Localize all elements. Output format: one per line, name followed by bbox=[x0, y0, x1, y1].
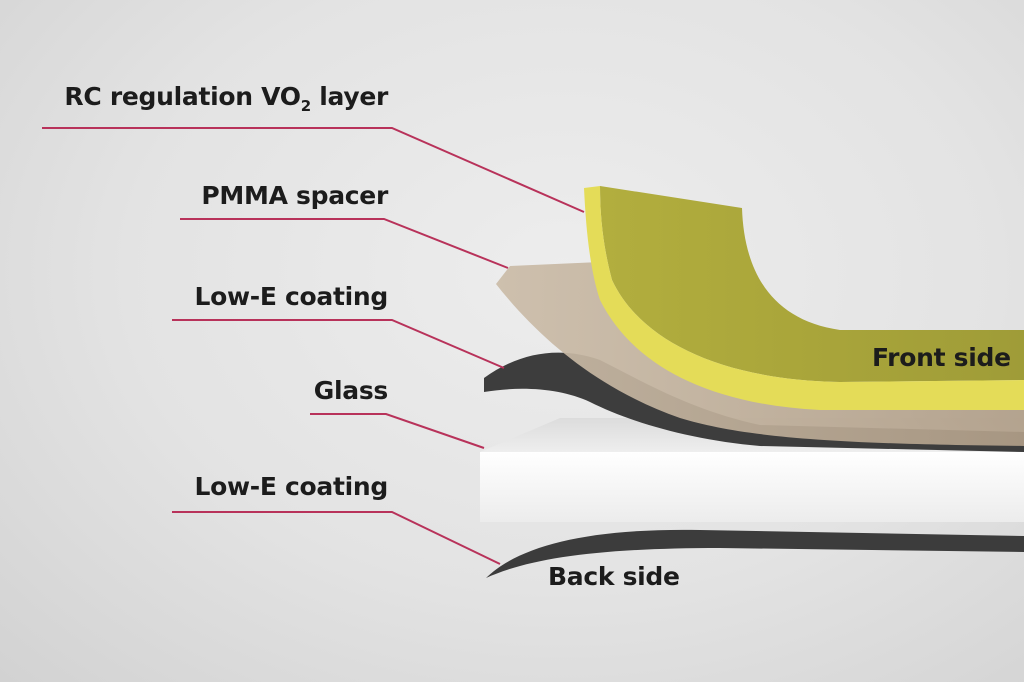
leader-line-pmma bbox=[180, 218, 509, 269]
leader-line-glass bbox=[310, 413, 485, 449]
lowe-bottom-layer bbox=[486, 529, 1024, 578]
vo2-layer-face bbox=[600, 186, 1024, 382]
leader-line-lowe-bottom bbox=[172, 511, 501, 565]
glass-front-face bbox=[480, 452, 1024, 522]
leader-line-vo2 bbox=[42, 127, 585, 213]
vo2-layer-edge bbox=[584, 186, 1024, 410]
label-pmma-spacer: PMMA spacer bbox=[201, 181, 388, 210]
leader-lines bbox=[42, 127, 585, 565]
label-lowe-coating-bottom: Low-E coating bbox=[194, 472, 388, 501]
leader-line-lowe-top bbox=[172, 319, 505, 369]
label-front-side: Front side bbox=[872, 343, 1011, 372]
label-glass: Glass bbox=[313, 376, 389, 405]
label-lowe-coating-top: Low-E coating bbox=[194, 282, 388, 311]
label-back-side: Back side bbox=[548, 562, 680, 591]
label-vo2-layer: RC regulation VO2 layer bbox=[64, 82, 388, 115]
pmma-layer bbox=[496, 262, 1024, 446]
